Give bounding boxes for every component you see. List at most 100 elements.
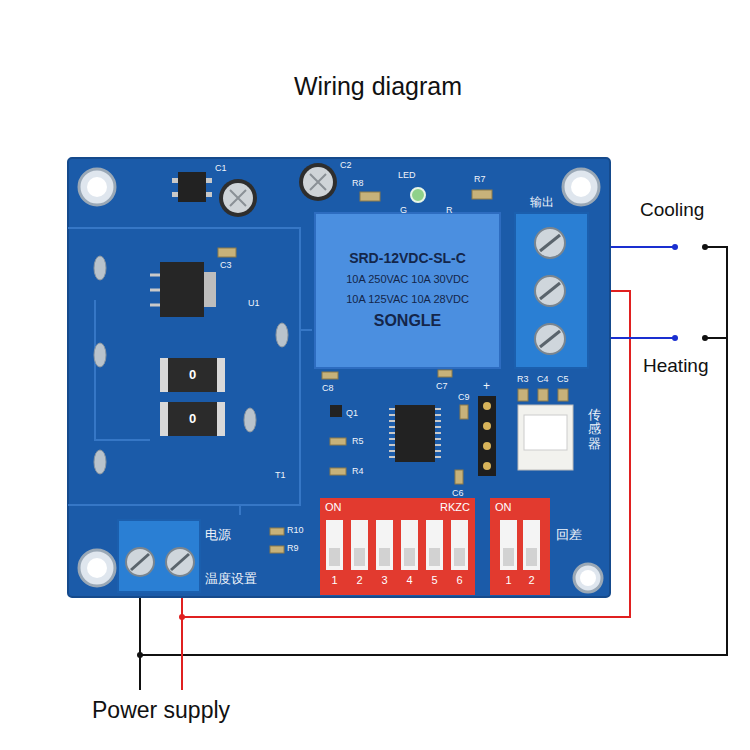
wire-dot: [137, 652, 143, 658]
transistor: [330, 405, 342, 417]
smd-resistor: [472, 190, 492, 199]
silkscreen-label: 回差: [556, 528, 582, 543]
screw-slot: [131, 554, 149, 570]
switch-label: 5: [426, 574, 443, 587]
wire-label: Power supply: [92, 697, 230, 723]
smd-resistor: [270, 528, 284, 535]
terminal-block: [118, 520, 200, 592]
silkscreen-label: Q1: [346, 408, 358, 418]
silkscreen-label: 电源: [205, 528, 231, 543]
pcb-board: [68, 158, 610, 597]
pcb-trace: [239, 505, 241, 515]
capacitor-body: [299, 163, 337, 201]
smd-resistor: [330, 438, 346, 445]
mounting-hole: [87, 558, 107, 578]
pcb-trace: [68, 228, 300, 505]
terminal-screws: [535, 228, 565, 354]
solder-pad: [244, 408, 256, 432]
header-pin: [483, 442, 491, 450]
silkscreen-label: 输出: [530, 196, 554, 210]
regulator: [150, 262, 216, 317]
terminal-block: [515, 213, 588, 368]
silkscreen-label: C3: [220, 260, 232, 270]
switch-label: ON: [325, 501, 342, 514]
capacitor-vent: [230, 190, 246, 206]
screw: [126, 548, 154, 576]
smd-capacitor: [558, 389, 568, 401]
mounting-hole: [580, 570, 596, 586]
resistor-code: 0: [189, 412, 196, 427]
header-pin: [483, 462, 491, 470]
screw: [535, 324, 565, 354]
silkscreen-label: 温度设置: [205, 572, 257, 587]
screw: [535, 276, 565, 306]
relay: SRD-12VDC-SL-C10A 250VAC 10A 30VDC10A 12…: [315, 213, 500, 368]
solder-pad: [276, 323, 288, 347]
solder-pads: [94, 256, 288, 474]
wire-dot: [672, 244, 678, 250]
relay-marking: SONGLE: [374, 312, 442, 330]
dip-switch-2: [490, 498, 550, 595]
red-wire: [181, 590, 183, 690]
pin-header: [478, 396, 496, 476]
dip-switch: ON12: [490, 498, 550, 595]
dip-body: [490, 498, 550, 595]
capacitor-top: [223, 183, 253, 213]
silkscreen-label: U1: [248, 298, 260, 308]
connector-body: [518, 405, 573, 470]
screw: [166, 548, 194, 576]
wire-dot: [179, 614, 185, 620]
smd-capacitor: [460, 405, 468, 419]
smd-capacitor: [455, 470, 463, 484]
sensor-connector: [518, 405, 573, 470]
mounting-hole: [571, 177, 591, 197]
smd-resistor: [330, 468, 346, 475]
black-wire: [705, 337, 727, 339]
power-terminal: [118, 520, 200, 592]
silkscreen-label: R8: [352, 178, 364, 188]
smd-resistor: [270, 546, 284, 553]
screw-slot: [540, 235, 560, 251]
silkscreen-label: C8: [322, 383, 334, 393]
resistor: 0: [160, 402, 225, 436]
switch-label: 1: [500, 574, 517, 587]
smd-resistor: [518, 389, 528, 401]
silkscreen-label: C6: [452, 488, 464, 498]
resistor: 0: [160, 358, 225, 392]
silkscreen-label: R10: [287, 525, 304, 535]
relay-marking: SRD-12VDC-SL-C: [349, 250, 466, 266]
regulator-body: [160, 262, 204, 317]
silkscreen-label: R7: [474, 174, 486, 184]
switch-label: 2: [351, 574, 368, 587]
dip-switch-6: [320, 498, 475, 595]
black-wire: [139, 590, 141, 690]
wire-dot: [702, 335, 708, 341]
relay-marking: 10A 125VAC 10A 28VDC: [346, 293, 469, 306]
resistor-end: [217, 358, 225, 392]
diagram-title: Wiring diagram: [3, 72, 750, 101]
silkscreen-label: C5: [557, 374, 569, 384]
solder-pad: [94, 450, 106, 474]
silkscreen-label: C7: [436, 381, 448, 391]
electrolytic-capacitor: [219, 163, 337, 217]
screw-slot: [171, 554, 189, 570]
switch-label: 3: [376, 574, 393, 587]
solder-pad: [94, 256, 106, 280]
smd-capacitor: [538, 389, 548, 401]
smd-resistor: [360, 192, 380, 201]
silkscreen-label: C1: [215, 163, 227, 173]
small-ic: [172, 172, 212, 202]
mounting-holes: [79, 169, 602, 592]
silkscreen-label: R3: [517, 374, 529, 384]
microcontroller: [389, 405, 441, 462]
resistor-end: [160, 402, 168, 436]
silkscreen-label: C9: [458, 392, 470, 402]
dip-body: [320, 498, 475, 595]
switch-label: RKZC: [420, 501, 470, 514]
silkscreen-label: LED: [398, 170, 416, 180]
silkscreen-label: R5: [352, 436, 364, 446]
mounting-hole: [87, 177, 107, 197]
screw-slot: [540, 331, 560, 347]
pcb-trace: [95, 300, 150, 440]
